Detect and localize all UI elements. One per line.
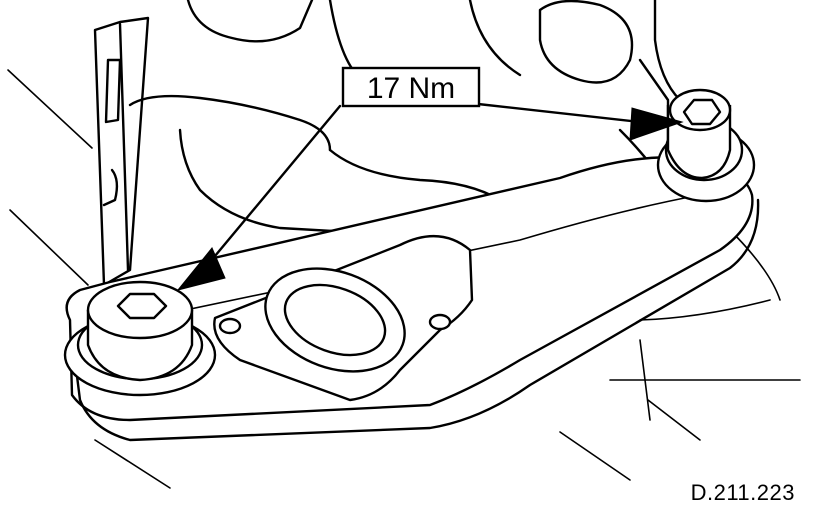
figure-reference-code: D.211.223 (691, 480, 795, 505)
leader-line-right (476, 102, 642, 124)
arrowhead-right-icon (629, 107, 684, 141)
left-bolt (63, 280, 217, 397)
mounting-bracket (93, 16, 150, 287)
background-lines (7, 69, 801, 489)
torque-value: 17 Nm (367, 72, 455, 105)
hex-socket-icon (116, 292, 168, 320)
outlet-port (213, 234, 474, 402)
callout-arrows (176, 102, 684, 291)
torque-callout: 17 Nm (341, 66, 481, 108)
leader-line-left (203, 104, 342, 270)
right-bolt (656, 88, 756, 203)
arrowhead-left-icon (176, 247, 226, 291)
hex-socket-icon (682, 98, 722, 126)
